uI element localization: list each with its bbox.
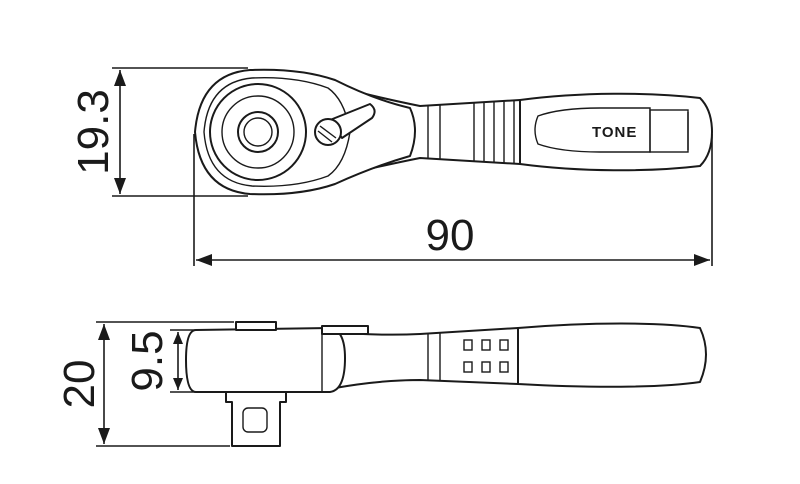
dim-overall-length: 90 — [426, 211, 475, 260]
top-head-inner — [203, 77, 351, 187]
top-socket-hole-inner — [243, 117, 273, 147]
top-handle-grip — [519, 92, 713, 172]
side-neck-slots — [427, 333, 509, 381]
dim-top-height: 19.3 — [69, 89, 118, 175]
side-drive-ball — [242, 407, 268, 433]
top-view: TONE 19.3 90 — [69, 67, 713, 266]
side-lever — [321, 325, 369, 335]
side-handle — [517, 322, 707, 388]
side-view: 20 9.5 — [55, 321, 707, 447]
top-socket-mid-ring — [221, 95, 295, 169]
top-neck-ribs — [427, 101, 515, 163]
top-handle-panel — [534, 107, 651, 153]
side-cap — [235, 321, 277, 331]
side-neck — [329, 327, 519, 389]
dim-side-square: 9.5 — [123, 330, 172, 391]
brand-label: TONE — [592, 124, 637, 141]
side-square-drive — [225, 391, 287, 447]
dim-side-height: 20 — [55, 360, 104, 409]
side-head — [185, 327, 346, 393]
